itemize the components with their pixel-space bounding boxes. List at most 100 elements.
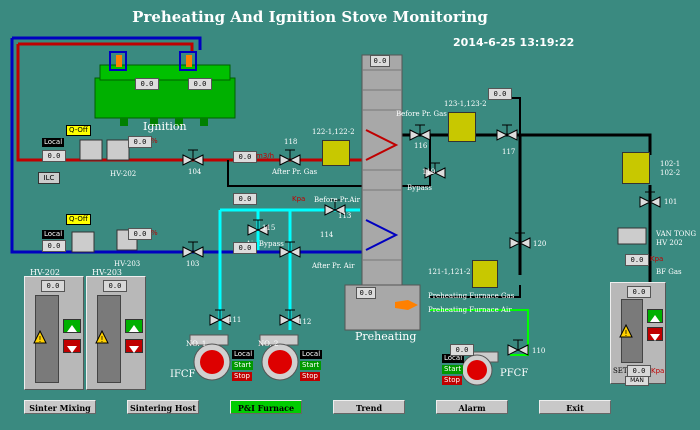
air-flow-readout-2: 0.0 bbox=[233, 242, 257, 254]
gas-flow-readout: 0.0 bbox=[233, 151, 257, 163]
fan1-stop-button[interactable]: Stop bbox=[232, 372, 252, 381]
valve-111-icon bbox=[209, 314, 222, 326]
valve-103-label: 103 bbox=[186, 260, 200, 268]
valve-117-icon bbox=[496, 129, 509, 141]
hv203-up-button[interactable] bbox=[125, 319, 143, 333]
hv202-panel: 0.0 ! bbox=[24, 276, 84, 390]
svg-text:!: ! bbox=[624, 329, 627, 338]
hv202-scale bbox=[35, 295, 59, 383]
valve-116-icon bbox=[409, 129, 422, 141]
pfcf-start-button[interactable]: Start bbox=[442, 365, 464, 374]
bypass-line bbox=[227, 135, 431, 187]
pfcf-local[interactable]: Local bbox=[442, 354, 465, 363]
hv202-pct-readout: 0.0 bbox=[128, 136, 152, 148]
qoff-tag-top[interactable]: Q-Off bbox=[66, 125, 91, 136]
pf-air-label: Preheating Furnace Air bbox=[428, 306, 512, 314]
hv202-panel-title: HV-202 bbox=[30, 268, 60, 277]
gas-to-furnace-line bbox=[430, 285, 521, 298]
bf-pressure-readout: 0.0 bbox=[625, 254, 649, 266]
van-tong-actuator bbox=[617, 227, 647, 245]
air-pressure-unit: Kpa bbox=[292, 195, 306, 203]
local-tag-bottom[interactable]: Local bbox=[42, 230, 65, 239]
valve-115-icon bbox=[247, 224, 260, 236]
hv202-panel-readout: 0.0 bbox=[41, 280, 65, 292]
valve-112-icon bbox=[279, 314, 292, 326]
bf-up-button[interactable] bbox=[647, 309, 663, 323]
local-tag-top[interactable]: Local bbox=[42, 138, 65, 147]
valve-104-label: 104 bbox=[188, 168, 202, 176]
van-tong-label: VAN TONG HV 202 bbox=[656, 230, 697, 247]
qoff-tag-bottom[interactable]: Q-Off bbox=[66, 214, 91, 225]
nav-trend[interactable]: Trend bbox=[333, 400, 405, 414]
valve-110-label: 110 bbox=[532, 347, 546, 355]
after-pr-air-label: After Pr. Air bbox=[312, 262, 355, 270]
valve-103-icon bbox=[182, 246, 195, 258]
before-pr-air-label: Before Pr.Air bbox=[314, 196, 360, 204]
bypass-label: Bypass bbox=[407, 184, 432, 192]
hv203-panel: 0.0 ! bbox=[86, 276, 146, 390]
set-readout[interactable]: 0.0 bbox=[627, 365, 651, 377]
valve-118-icon bbox=[279, 154, 292, 166]
box-102 bbox=[622, 152, 650, 184]
hv202-down-button[interactable] bbox=[63, 339, 81, 353]
fan-no1-label: NO. 1 bbox=[186, 340, 207, 348]
stack-top-readout: 0.0 bbox=[370, 55, 390, 67]
bf-pressure-unit: Kpa bbox=[650, 255, 664, 263]
ilc-button[interactable]: ILC bbox=[38, 172, 60, 184]
bf-scale bbox=[621, 299, 643, 363]
box-122 bbox=[322, 140, 350, 166]
box-122-label: 122-1,122-2 bbox=[312, 128, 355, 136]
pfcf-label: PFCF bbox=[500, 368, 529, 379]
blue-air-line-left bbox=[10, 38, 198, 254]
page-title: Preheating And Ignition Stove Monitoring bbox=[132, 8, 488, 26]
nav-exit[interactable]: Exit bbox=[539, 400, 611, 414]
nav-alarm[interactable]: Alarm bbox=[436, 400, 508, 414]
fan2-start-button[interactable]: Start bbox=[300, 361, 322, 370]
fan1-local[interactable]: Local bbox=[232, 350, 255, 359]
fan1-start-button[interactable]: Start bbox=[232, 361, 254, 370]
valve-116-label: 116 bbox=[414, 142, 428, 150]
nav-pi-furnace[interactable]: P&I Furnace bbox=[230, 400, 302, 414]
valve-114-icon bbox=[279, 246, 292, 258]
hv203-panel-readout: 0.0 bbox=[103, 280, 127, 292]
red-gas-line-top bbox=[18, 42, 194, 52]
burner-readout: 0.0 bbox=[135, 78, 159, 90]
ifcf-fan-2 bbox=[259, 334, 299, 381]
valve-120-label: 120 bbox=[533, 240, 547, 248]
svg-text:!: ! bbox=[100, 335, 103, 344]
pfcf-fan bbox=[461, 351, 499, 386]
bf-gas-readout: 0.0 bbox=[488, 88, 512, 100]
valve-101-label: 101 bbox=[664, 198, 678, 206]
fan2-stop-button[interactable]: Stop bbox=[300, 372, 320, 381]
nav-sinter-mixing[interactable]: Sinter Mixing bbox=[24, 400, 96, 414]
hv203-panel-title: HV-203 bbox=[92, 268, 122, 277]
nav-sintering-host[interactable]: Sintering Host bbox=[127, 400, 199, 414]
bf-branch-line bbox=[510, 97, 521, 135]
green-air-line bbox=[430, 309, 529, 356]
warning-icon: ! bbox=[619, 323, 633, 338]
ifcf-fan-1 bbox=[189, 334, 231, 381]
bf-gas-label: BF Gas bbox=[656, 268, 682, 276]
fan2-local[interactable]: Local bbox=[300, 350, 323, 359]
hv-202-label: HV-202 bbox=[110, 170, 137, 178]
pfcf-stop-button[interactable]: Stop bbox=[442, 376, 462, 385]
valve-119-icon bbox=[424, 167, 437, 179]
hv203-down-button[interactable] bbox=[125, 339, 143, 353]
bf-gas-panel: 0.0 ! SET 0.0 Kpa MAN bbox=[610, 282, 666, 386]
after-pr-gas-label: After Pr. Gas bbox=[272, 168, 318, 176]
blue-air-line-top bbox=[12, 36, 202, 50]
box-123 bbox=[448, 112, 476, 142]
valve-114-label: 114 bbox=[320, 231, 334, 239]
valve-113-icon bbox=[324, 204, 337, 216]
box-121 bbox=[472, 260, 498, 288]
valve-104-icon bbox=[182, 154, 195, 166]
box-121-label: 121-1,121-2 bbox=[428, 268, 471, 276]
stack-bottom-readout: 0.0 bbox=[356, 287, 376, 299]
man-button[interactable]: MAN bbox=[625, 376, 649, 386]
hv202-up-button[interactable] bbox=[63, 319, 81, 333]
pf-gas-label: Preheating Furnace Gas bbox=[428, 292, 515, 300]
box-102-label: 102-1 102-2 bbox=[660, 160, 681, 177]
bf-down-button[interactable] bbox=[647, 327, 663, 341]
valve-118-label: 118 bbox=[284, 138, 298, 146]
